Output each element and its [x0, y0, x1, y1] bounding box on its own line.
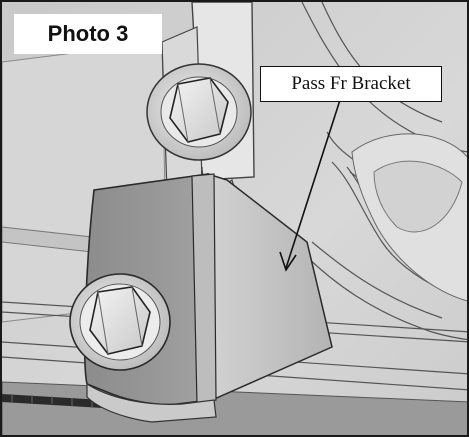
- bracket-bend: [191, 173, 217, 405]
- callout-label: Pass Fr Bracket: [260, 66, 442, 102]
- bracket-lower-lip: [86, 382, 217, 423]
- panel-bulge-inner: [373, 160, 463, 233]
- upper-bolt: [146, 63, 252, 161]
- lower-bolt: [69, 273, 171, 371]
- callout-arrow: [279, 99, 341, 272]
- photo-label: Photo 3: [14, 14, 162, 54]
